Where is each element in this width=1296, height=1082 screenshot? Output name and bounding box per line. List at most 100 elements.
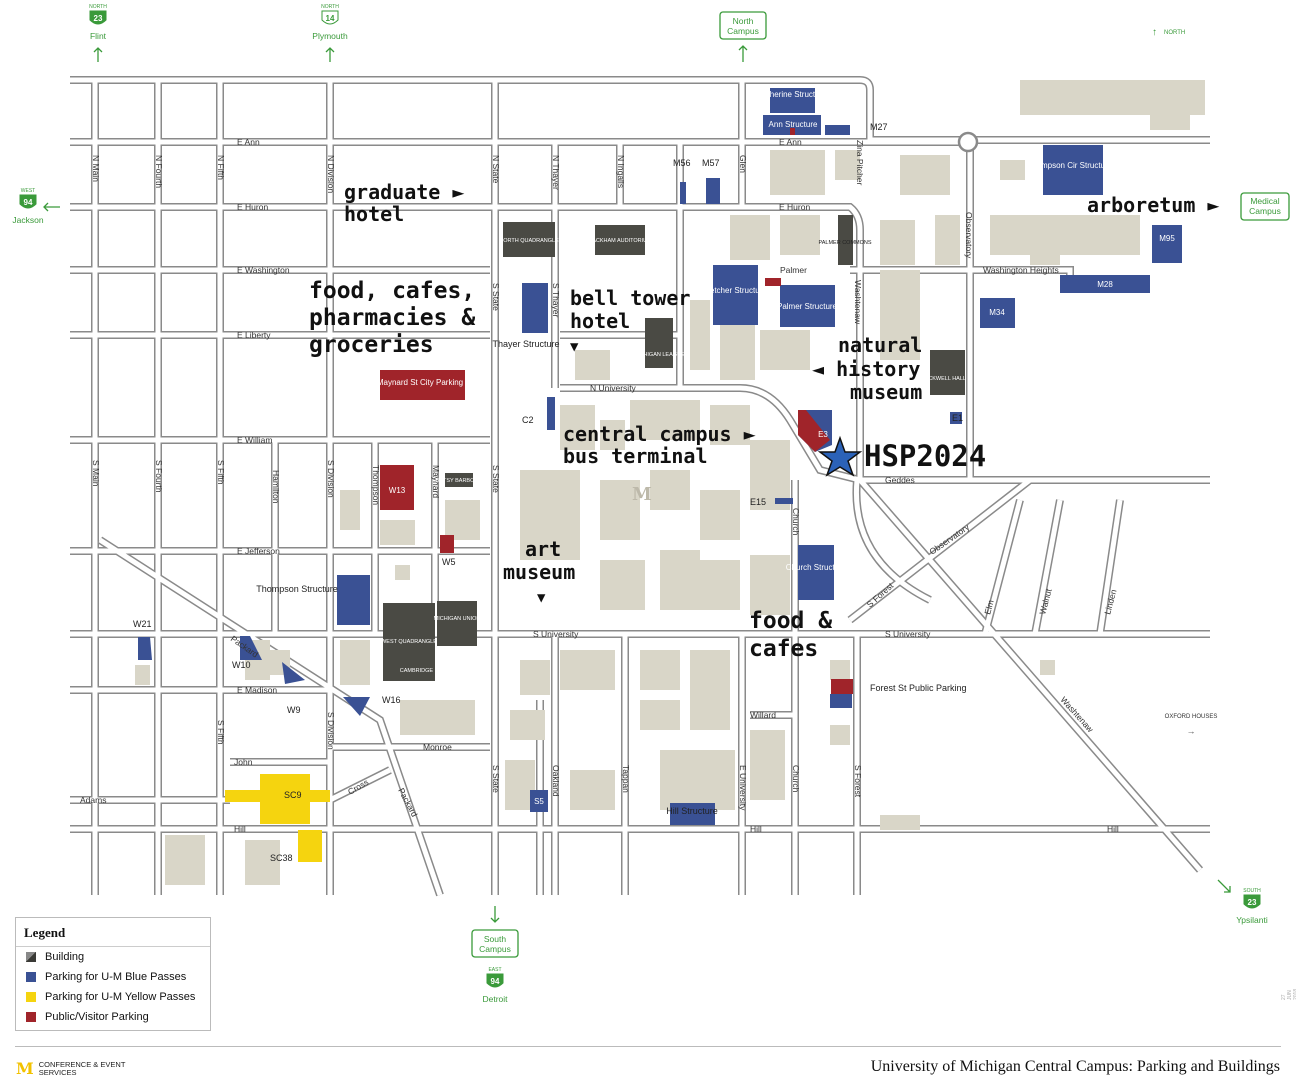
label-maynard-parking: Maynard St City Parking xyxy=(377,378,463,387)
label-ann-structure: Ann Structure xyxy=(769,120,818,129)
highway-number: 23 xyxy=(1248,898,1257,907)
street-e-university: E University xyxy=(738,765,748,811)
street-zina-pitcher: Zina Pitcher xyxy=(855,140,865,186)
street-oakland: Oakland xyxy=(551,765,561,797)
street-n-fourth: N Fourth xyxy=(154,155,164,188)
north-indicator-label: NORTH xyxy=(1164,30,1185,36)
legend-item-building: Building xyxy=(16,947,210,967)
legend-item-blue: Parking for U-M Blue Passes xyxy=(16,967,210,987)
south-campus-link[interactable] xyxy=(471,929,519,958)
oxford-houses-label[interactable]: OXFORD HOUSES xyxy=(1165,714,1218,720)
legend: Legend Building Parking for U-M Blue Pas… xyxy=(15,917,211,1031)
street-n-fifth: N Fifth xyxy=(216,155,226,180)
street-hill-east: Hill xyxy=(1107,824,1119,834)
street-s-state: S State xyxy=(491,465,501,493)
label-m27: M27 xyxy=(870,122,888,132)
label-w13: W13 xyxy=(389,486,406,495)
highway-direction: NORTH xyxy=(89,4,107,10)
street-willard: Willard xyxy=(750,710,776,720)
footer-divider xyxy=(15,1046,1281,1047)
legend-label: Parking for U-M Blue Passes xyxy=(45,971,187,983)
highway-direction: SOUTH xyxy=(1243,888,1261,894)
label-north-quadrangle: NORTH QUADRANGLE xyxy=(499,238,559,244)
street-s-fourth: S Fourth xyxy=(154,460,164,493)
annotation-food-south: food &cafes xyxy=(749,608,832,662)
label-thayer-structure: Thayer Structure xyxy=(492,339,559,349)
label-e3: E3 xyxy=(818,430,828,439)
label-palmer-commons: PALMER COMMONS xyxy=(818,240,871,246)
label-thompson-structure: Thompson Structure xyxy=(256,584,338,594)
structure-labels: Catherine Structure Ann Structure M27 M5… xyxy=(133,90,1175,863)
highway-number: 94 xyxy=(24,198,33,207)
street-e-liberty: E Liberty xyxy=(237,330,271,340)
street-e-ann: E Ann xyxy=(237,137,260,147)
label-e15: E15 xyxy=(750,497,766,507)
legend-label: Parking for U-M Yellow Passes xyxy=(45,991,196,1003)
medical-campus-link[interactable] xyxy=(1240,192,1290,221)
highway-destination: Plymouth xyxy=(312,31,348,41)
label-w5: W5 xyxy=(442,557,456,567)
street-church: Church xyxy=(791,508,801,536)
legend-label: Building xyxy=(45,951,85,963)
street-observatory-south: Observatory xyxy=(927,521,971,556)
street-e-washington: E Washington xyxy=(237,265,290,275)
building-labels: NORTH QUADRANGLE RACKHAM AUDITORIUM MICH… xyxy=(381,238,966,674)
label-betsy-barbour: BETSY BARBOUR xyxy=(436,478,483,484)
label-cambridge-house: CAMBRIDGE HOUSE xyxy=(400,668,455,674)
label-e1: E1 xyxy=(952,413,963,423)
label-fletcher-structure: Fletcher Structure xyxy=(703,286,767,295)
label-west-quadrangle: WEST QUADRANGLE xyxy=(381,639,437,645)
legend-item-yellow: Parking for U-M Yellow Passes xyxy=(16,987,210,1007)
annotation-venue: HSP2024 xyxy=(864,439,986,473)
direction-arrow-icon xyxy=(93,47,103,62)
label-simpson-cir-structure: Simpson Cir Structure xyxy=(1034,161,1113,170)
street-maynard: Maynard xyxy=(431,465,441,498)
street-washington-heights: Washington Heights xyxy=(983,265,1059,275)
label-m28: M28 xyxy=(1097,280,1113,289)
yellow-swatch-icon xyxy=(26,992,36,1002)
street-n-main: N Main xyxy=(91,155,101,182)
highway-shield-icon xyxy=(321,10,339,25)
um-logo: M CONFERENCE & EVENT SERVICES xyxy=(16,1059,129,1078)
north-campus-link[interactable] xyxy=(719,11,767,40)
street-s-fifth: S Fifth xyxy=(216,460,226,485)
legend-label: Public/Visitor Parking xyxy=(45,1011,149,1023)
highway-destination: Jackson xyxy=(12,215,43,225)
highway-direction: NORTH xyxy=(321,4,339,10)
highway-shield-icon xyxy=(89,10,107,25)
campus-buildings xyxy=(135,80,1205,885)
red-parking xyxy=(380,128,853,694)
annotations: graduate ►hotel food, cafes,pharmacies &… xyxy=(309,180,1219,662)
annotation-arboretum: arboretum ► xyxy=(1087,193,1219,217)
street-john: John xyxy=(234,757,253,767)
label-w9: W9 xyxy=(287,705,301,715)
edge-id: 27 JUN 2018 xyxy=(1281,988,1296,1000)
direction-arrow-icon xyxy=(1217,879,1231,893)
red-swatch-icon xyxy=(26,1012,36,1022)
street-s-forest: S Forest xyxy=(853,765,863,798)
label-m57: M57 xyxy=(702,158,720,168)
label-hill-structure: Hill Structure xyxy=(666,806,718,816)
label-w21: W21 xyxy=(133,619,152,629)
yellow-parking xyxy=(225,774,330,862)
oxford-arrow-icon: → xyxy=(1187,726,1196,736)
block-m-logo: M xyxy=(632,484,652,505)
street-s-university: S University xyxy=(533,629,579,639)
street-elm: Elm xyxy=(982,599,995,616)
label-church-structure: Church Structure xyxy=(786,563,847,572)
street-hill: Hill xyxy=(234,824,246,834)
street-n-ingalls: N Ingalls xyxy=(616,155,626,188)
street-s-forest-diag: S Forest xyxy=(865,580,896,609)
roundabout xyxy=(957,131,979,153)
highway-shield-icon xyxy=(19,194,37,209)
